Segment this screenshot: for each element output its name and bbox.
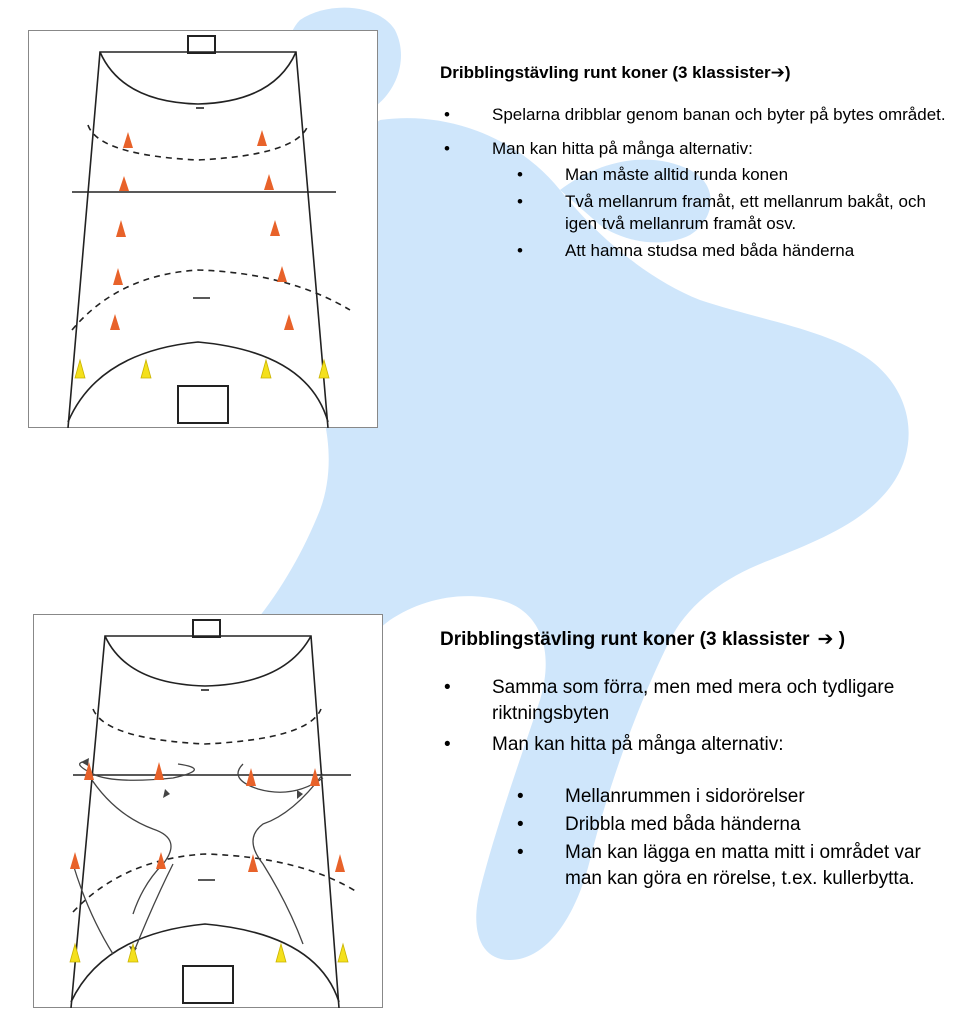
arrow-right-icon: ➔: [770, 63, 785, 82]
list-item: Två mellanrum framåt, ett mellanrum bakå…: [440, 191, 960, 235]
list-item: Man måste alltid runda konen: [440, 164, 960, 186]
section-2-bullets: Samma som förra, men med mera och tydlig…: [440, 675, 960, 758]
list-item: Dribbla med båda händerna: [440, 812, 960, 838]
list-item: Man kan lägga en matta mitt i området va…: [440, 840, 960, 892]
list-item: Man kan hitta på många alternativ:: [440, 138, 960, 160]
section-1-title: Dribblingstävling runt koner (3 klassist…: [440, 63, 791, 82]
list-item: Spelarna dribblar genom banan och byter …: [440, 104, 960, 126]
handball-court-diagram-1: [28, 30, 378, 428]
section-2-subbullets: Mellanrummen i sidorörelser Dribbla med …: [440, 784, 960, 892]
arrow-right-icon: ➔: [817, 629, 834, 650]
section-2-text: Dribblingstävling runt koner (3 klassist…: [440, 627, 960, 894]
handball-court-diagram-2: [33, 614, 383, 1008]
section-1-text: Dribblingstävling runt koner (3 klassist…: [440, 62, 960, 267]
section-1-bullets: Spelarna dribblar genom banan och byter …: [440, 104, 960, 160]
list-item: Man kan hitta på många alternativ:: [440, 732, 960, 758]
section-1-subbullets: Man måste alltid runda konen Två mellanr…: [440, 164, 960, 262]
list-item: Mellanrummen i sidorörelser: [440, 784, 960, 810]
list-item: Samma som förra, men med mera och tydlig…: [440, 675, 960, 727]
list-item: Att hamna studsa med båda händerna: [440, 240, 960, 262]
section-2-title: Dribblingstävling runt koner (3 klassist…: [440, 629, 846, 650]
